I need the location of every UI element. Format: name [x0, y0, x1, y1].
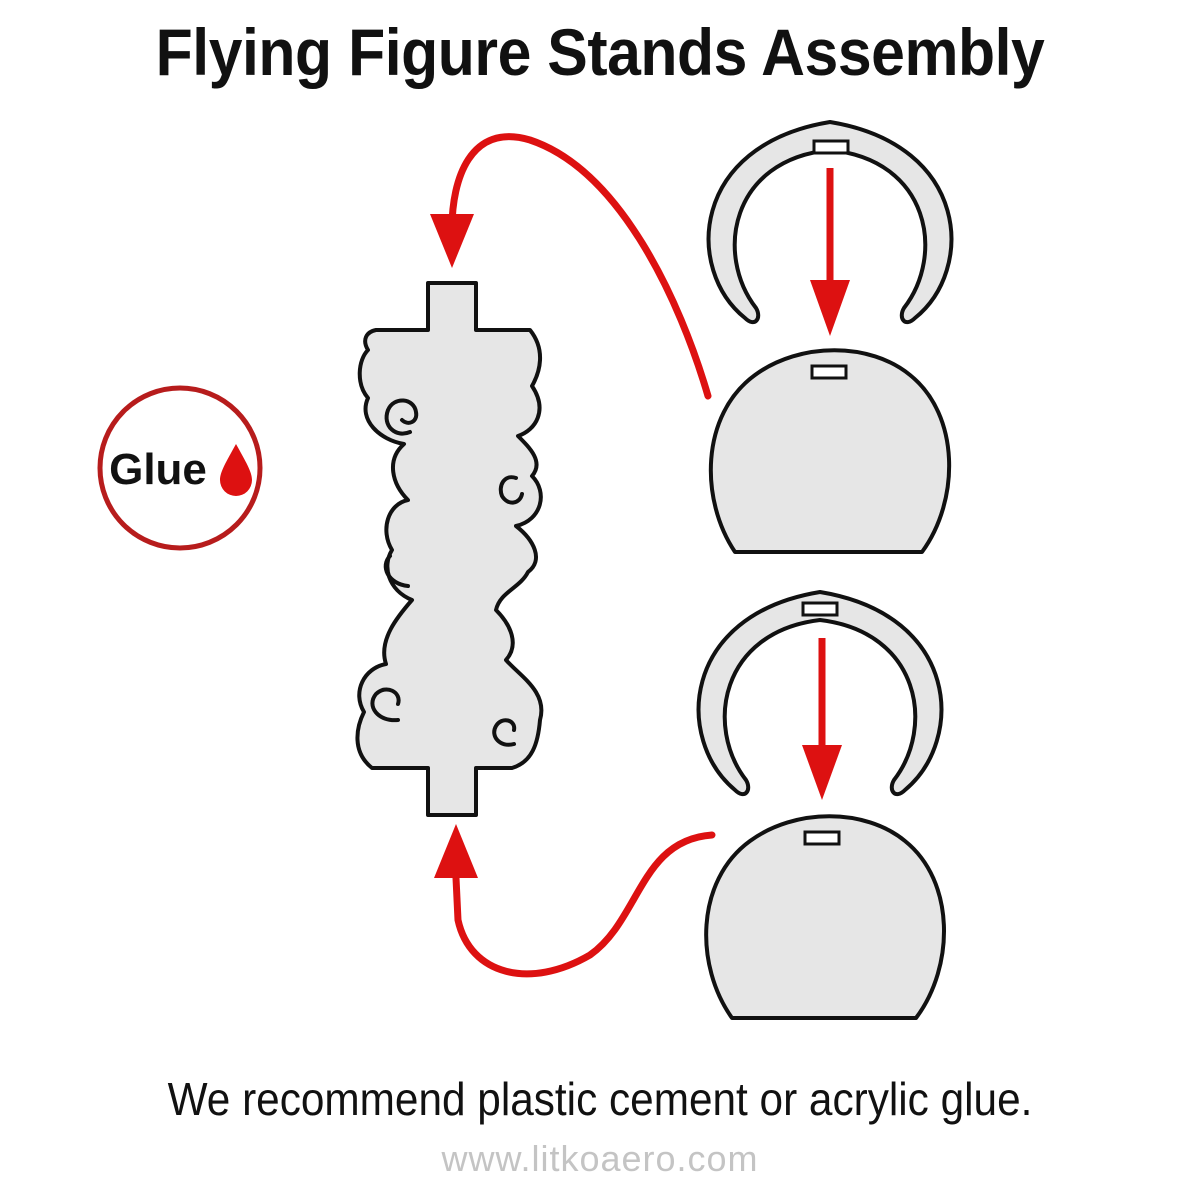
- glue-label: Glue: [109, 445, 207, 494]
- lower-clip-piece: [696, 590, 944, 797]
- upper-clip-piece: [706, 120, 954, 325]
- stand-column-piece: [355, 281, 544, 817]
- glue-badge: Glue: [97, 385, 263, 551]
- website-watermark: www.litkoaero.com: [441, 1138, 759, 1179]
- glue-badge-ring: [97, 385, 263, 551]
- recommendation-caption: We recommend plastic cement or acrylic g…: [167, 1073, 1033, 1125]
- upper-base-piece: [708, 348, 952, 554]
- page-title: Flying Figure Stands Assembly: [155, 15, 1045, 89]
- upper-clip-arrow: [810, 168, 850, 336]
- top-curved-arrow: [430, 133, 712, 400]
- lower-clip-arrow: [802, 638, 842, 800]
- bottom-curved-arrow: [434, 824, 716, 978]
- glue-drop-icon: [220, 444, 252, 496]
- lower-base-piece: [704, 814, 947, 1020]
